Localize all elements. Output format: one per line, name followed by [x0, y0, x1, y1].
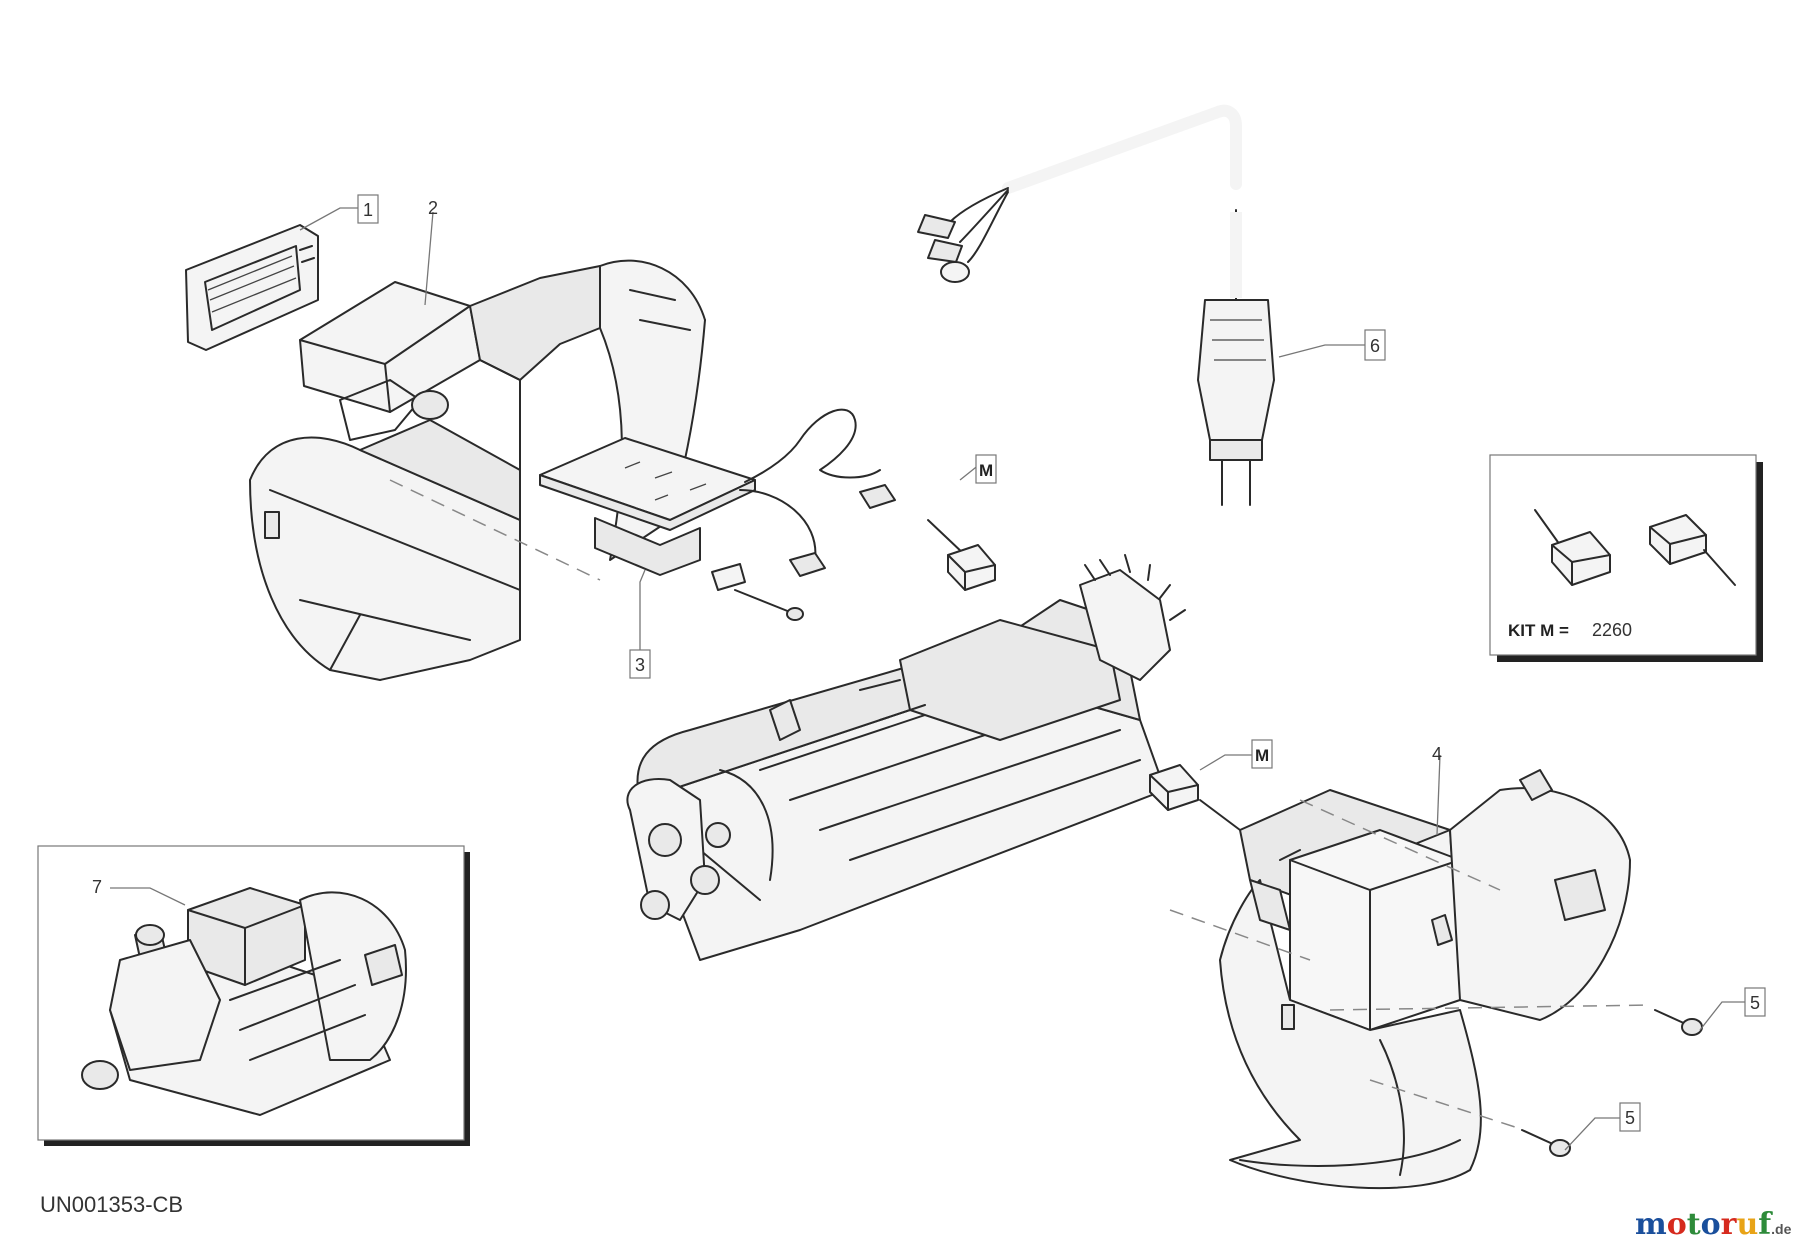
carbon-brush-upper [927, 519, 996, 591]
alignment-dashed-lines [389, 479, 1651, 1128]
part-6-power-cord [917, 104, 1275, 506]
callout-2: 2 [428, 198, 438, 218]
callout-3: 3 [635, 655, 645, 675]
part-4-lower-housing [1219, 769, 1631, 1190]
drawing-code: UN001353-CB [40, 1192, 183, 1217]
complete-unit-inset [37, 845, 470, 1146]
watermark-letter: m [1635, 1207, 1667, 1242]
watermark-letter: r [1721, 1207, 1738, 1242]
callout-4: 4 [1432, 744, 1442, 764]
carbon-brush-lower [1149, 764, 1241, 831]
motor-assembly [626, 554, 1186, 961]
callout-m-lower: M [1255, 746, 1269, 765]
watermark-letter: f [1758, 1207, 1773, 1242]
part-5-screw-upper [1654, 1009, 1703, 1036]
kit-number: 2260 [1592, 620, 1632, 640]
callout-6: 6 [1370, 336, 1380, 356]
part-1-gasket-frame [185, 224, 319, 351]
callout-m-upper: M [979, 461, 993, 480]
part-5-screw-lower [1521, 1129, 1571, 1157]
callout-7: 7 [92, 877, 102, 897]
watermark-letter: t [1687, 1207, 1701, 1242]
kit-m-inset: KIT M = 2260 [1489, 454, 1763, 662]
callout-5-lower: 5 [1625, 1108, 1635, 1128]
callout-1: 1 [363, 200, 373, 220]
watermark-letter: o [1667, 1207, 1687, 1242]
callout-5-upper: 5 [1750, 993, 1760, 1013]
callout-leaders [110, 207, 1745, 1151]
watermark-main: motoruf [1635, 1207, 1773, 1242]
watermark-text: motoruf.de [1635, 1207, 1792, 1242]
part-3-circuit-board [539, 408, 896, 621]
watermark-suffix: .de [1771, 1221, 1791, 1237]
watermark-letter: u [1736, 1207, 1758, 1242]
watermark-letter: o [1701, 1207, 1721, 1242]
callout-labels: 1 2 3 4 5 5 6 7 M M [92, 194, 1766, 1132]
watermark-logo: motoruf.de [1635, 1207, 1792, 1242]
kit-label: KIT M = [1508, 621, 1569, 640]
